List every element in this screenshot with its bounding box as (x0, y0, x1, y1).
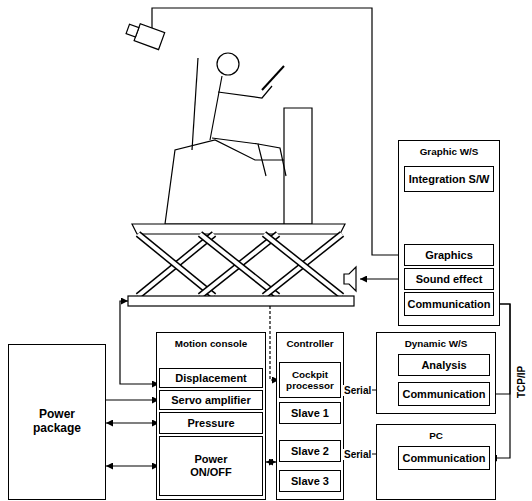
group-box: PC Communication (376, 424, 496, 500)
box-label: Graphics (425, 249, 473, 262)
process-box: Integration S/W (404, 166, 494, 192)
group-box: Dynamic W/S AnalysisCommunication (376, 332, 496, 414)
motion-platform (128, 224, 354, 306)
group-title: Motion console (157, 333, 265, 349)
group-title: Controller (277, 333, 343, 349)
group-box: Graphic W/S Integration S/W GraphicsSound … (398, 140, 500, 326)
connector (106, 465, 159, 466)
box-label: Pressure (187, 417, 234, 430)
box-label: Communication (407, 298, 490, 311)
process-box: Communication (398, 382, 490, 406)
box-label: Servo amplifier (171, 394, 250, 407)
box-label: Displacement (175, 372, 247, 385)
camera-wire (152, 8, 404, 255)
edge-label: Serial (343, 385, 372, 396)
box-label: Integration S/W (409, 173, 490, 186)
process-box: Communication (398, 446, 490, 470)
process-box: Slave 3 (279, 470, 341, 492)
process-box: Sound effect (404, 268, 494, 290)
box-label: Slave 3 (291, 475, 329, 488)
box-label: Power ON/OFF (185, 453, 237, 478)
process-box: Servo amplifier (159, 390, 263, 410)
box-label: Sound effect (416, 273, 483, 286)
camera-icon (125, 20, 165, 49)
group-box: ControllerCockpit processorSlave 1 Slave … (276, 332, 344, 500)
box-label: Slave 2 (291, 445, 329, 458)
connector (106, 399, 159, 400)
protocol-label: TCP/IP (516, 365, 527, 399)
cockpit-drawing (165, 53, 312, 224)
group-title: PC (377, 425, 495, 441)
displacement-wire (120, 301, 159, 384)
box-label: Power package (22, 408, 92, 436)
process-box: Communication (404, 292, 494, 316)
connector (106, 422, 159, 423)
connector (266, 461, 276, 462)
process-box: Analysis (398, 354, 490, 376)
speaker-icon (344, 267, 356, 291)
group-title: Graphic W/S (399, 141, 499, 157)
process-box: Pressure (159, 412, 263, 434)
process-box: Cockpit processor (279, 362, 341, 398)
group-box: Motion consoleDisplacementServo amplifie… (156, 332, 266, 500)
process-box: Graphics (404, 244, 494, 266)
group-title: Dynamic W/S (377, 333, 495, 349)
process-box: Slave 1 (279, 402, 341, 424)
process-box: Power ON/OFF (159, 436, 263, 496)
process-box: Power package (8, 344, 106, 500)
edge-label: Serial (343, 449, 372, 460)
process-box: Slave 2 (279, 440, 341, 462)
box-label: Slave 1 (291, 407, 329, 420)
box-label: Communication (402, 388, 485, 401)
box-label: Cockpit processor (280, 369, 340, 392)
box-label: Analysis (421, 359, 466, 372)
box-label: Communication (402, 452, 485, 465)
process-box: Displacement (159, 368, 263, 388)
